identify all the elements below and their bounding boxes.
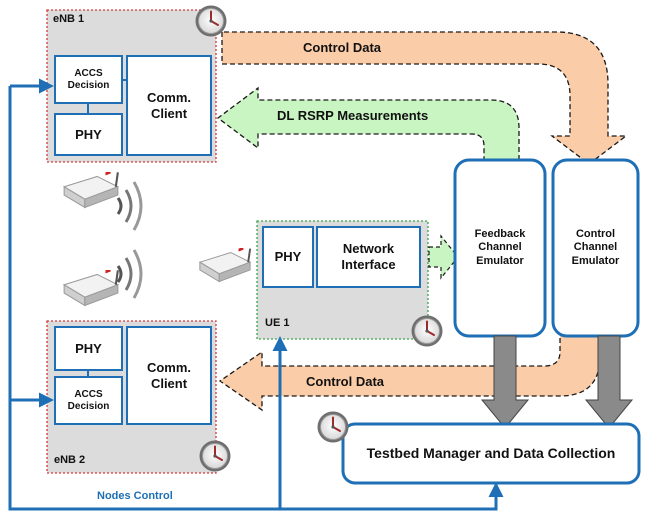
enb1-phy-label: PHY [75, 126, 102, 142]
nodes-control-lines [8, 78, 504, 511]
clock-ue1-icon [410, 314, 444, 348]
enb2-accs-label: ACCS Decision [55, 379, 122, 423]
router-ue1-icon [198, 248, 252, 283]
feedback-line2: Channel [478, 241, 522, 254]
control-emulator-box [551, 158, 640, 338]
ue1-title: UE 1 [265, 317, 290, 329]
control-to-manager-arrow [584, 335, 634, 429]
enb2-comm-box [126, 326, 212, 425]
router-enb2-icon [63, 249, 143, 307]
enb1-comm-box [126, 55, 212, 156]
testbed-manager-label: Testbed Manager and Data Collection [366, 445, 616, 462]
feedback-line1: Feedback [474, 228, 526, 241]
control-data-bottom-label: Control Data [306, 374, 384, 389]
enb2-title: eNB 2 [54, 454, 86, 466]
control-data-top-arrow [221, 31, 628, 165]
control-line3: Emulator [571, 254, 620, 267]
enb1-accs-line2: Decision [67, 80, 110, 91]
enb2-comm-label: Comm. Client [127, 327, 211, 424]
control-data-bottom-arrow [218, 329, 601, 412]
enb1-comm-label: Comm. Client [127, 56, 211, 155]
enb2-accs-line2: Decision [67, 401, 110, 412]
enb2-comm-line2: Client [150, 375, 188, 391]
ue-to-feedback-arrow [428, 234, 459, 280]
enb1-comm-line2: Client [150, 105, 188, 121]
router-enb1-icon [63, 172, 143, 231]
dl-rsrp-label: DL RSRP Measurements [277, 108, 429, 123]
ue1-net-box [316, 226, 421, 288]
nodes-control-label: Nodes Control [97, 490, 173, 502]
ue1-phy-box [262, 226, 314, 288]
enb2-accs-box [54, 376, 123, 425]
enb1-accs-line1: ACCS [74, 68, 103, 79]
feedback-line3: Emulator [476, 254, 524, 267]
enb2-comm-line1: Comm. [146, 359, 192, 375]
control-data-top-label: Control Data [303, 40, 381, 55]
clock-enb2-icon [198, 439, 232, 473]
enb1-accs-label: ACCS Decision [55, 58, 122, 102]
enb1-title: eNB 1 [53, 13, 85, 25]
control-emulator-label: Control Channel Emulator [553, 160, 638, 336]
feedback-to-manager-arrow [480, 335, 530, 429]
clock-enb1-icon [194, 4, 228, 38]
control-line2: Channel [573, 241, 618, 254]
enb1-comm-line1: Comm. [146, 89, 192, 105]
ue1-net-line2: Interface [341, 257, 396, 272]
enb2-accs-line1: ACCS [74, 389, 103, 400]
ue1-phy-label: PHY [274, 249, 302, 265]
ue1-net-line1: Network [342, 241, 395, 257]
ue1-net-label: Network Interface [317, 227, 420, 287]
enb2-phy-label: PHY [75, 340, 102, 356]
enb2-phy-box [54, 326, 123, 371]
dl-rsrp-arrow [216, 86, 520, 161]
feedback-emulator-label: Feedback Channel Emulator [455, 160, 545, 336]
control-line1: Control [575, 228, 616, 241]
